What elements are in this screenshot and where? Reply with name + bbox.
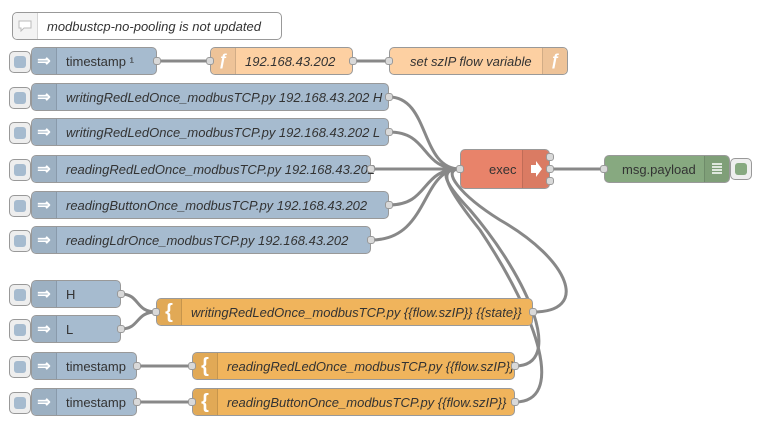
comment-icon: [13, 13, 38, 39]
arrow-in-icon: ⇒: [32, 119, 57, 145]
template-node-write[interactable]: { writingRedLedOnce_modbusTCP.py {{flow.…: [156, 298, 533, 326]
output-port[interactable]: [385, 93, 393, 101]
inject-node-read-led[interactable]: ⇒ readingRedLedOnce_modbusTCP.py 192.168…: [31, 155, 375, 183]
input-port[interactable]: [188, 398, 196, 406]
input-port[interactable]: [456, 165, 464, 173]
inject-node-write-h[interactable]: ⇒ writingRedLedOnce_modbusTCP.py 192.168…: [31, 83, 389, 111]
inject-trigger-button[interactable]: [9, 159, 31, 181]
inject-trigger-button[interactable]: [9, 195, 31, 217]
inject-node-read-ldr[interactable]: ⇒ readingLdrOnce_modbusTCP.py 192.168.43…: [31, 226, 371, 254]
inject-node-l[interactable]: ⇒ L: [31, 315, 121, 343]
template-node-read-button[interactable]: { readingButtonOnce_modbusTCP.py {{flow.…: [192, 388, 515, 416]
debug-node[interactable]: msg.payload: [604, 155, 730, 183]
node-label: set szIP flow variable: [410, 53, 532, 69]
arrow-in-icon: ⇒: [32, 48, 57, 74]
output-port[interactable]: [385, 128, 393, 136]
node-label: timestamp ¹: [66, 53, 134, 69]
inject-trigger-button[interactable]: [9, 51, 31, 73]
node-label: 192.168.43.202: [245, 53, 336, 69]
inject-node-h[interactable]: ⇒ H: [31, 280, 121, 308]
inject-trigger-button[interactable]: [9, 392, 31, 414]
arrow-in-icon: ⇒: [32, 192, 57, 218]
node-label: readingButtonOnce_modbusTCP.py 192.168.4…: [66, 197, 368, 213]
inject-node-timestamp-3[interactable]: ⇒ timestamp: [31, 388, 137, 416]
output-port[interactable]: [349, 57, 357, 65]
inject-trigger-button[interactable]: [9, 319, 31, 341]
inject-trigger-button[interactable]: [9, 230, 31, 252]
output-port[interactable]: [153, 57, 161, 65]
node-label: writingRedLedOnce_modbusTCP.py {{flow.sz…: [191, 304, 522, 320]
output-port[interactable]: [511, 362, 519, 370]
exec-node[interactable]: exec: [460, 149, 550, 189]
wire: [120, 310, 157, 331]
arrow-in-icon: ⇒: [32, 353, 57, 379]
node-label: exec: [489, 161, 517, 177]
wire: [388, 130, 461, 171]
inject-trigger-button[interactable]: [9, 284, 31, 306]
wire: [120, 292, 157, 314]
output-port-stderr[interactable]: [546, 165, 554, 173]
wire: [450, 167, 568, 314]
node-label: writingRedLedOnce_modbusTCP.py 192.168.4…: [66, 89, 383, 105]
inject-trigger-button[interactable]: [9, 122, 31, 144]
input-port[interactable]: [385, 57, 393, 65]
debug-list-icon: [704, 156, 729, 182]
wire: [388, 95, 461, 171]
arrow-in-icon: ⇒: [32, 156, 57, 182]
node-label: H: [66, 286, 76, 302]
output-port[interactable]: [117, 290, 125, 298]
output-port[interactable]: [511, 398, 519, 406]
template-brace-icon: {: [193, 389, 218, 415]
output-port[interactable]: [367, 236, 375, 244]
template-brace-icon: {: [157, 299, 182, 325]
input-port[interactable]: [152, 308, 160, 316]
inject-node-timestamp-2[interactable]: ⇒ timestamp: [31, 352, 137, 380]
arrow-in-icon: ⇒: [32, 389, 57, 415]
function-icon: ƒ: [211, 48, 236, 74]
output-port[interactable]: [367, 165, 375, 173]
output-port[interactable]: [385, 201, 393, 209]
arrow-in-icon: ⇒: [32, 84, 57, 110]
template-brace-icon: {: [193, 353, 218, 379]
input-port[interactable]: [188, 362, 196, 370]
inject-node-timestamp[interactable]: ⇒ timestamp ¹: [31, 47, 157, 75]
node-label: timestamp: [66, 394, 126, 410]
comment-label: modbustcp-no-pooling is not updated: [47, 18, 261, 34]
node-label: readingRedLedOnce_modbusTCP.py 192.168.4…: [66, 161, 376, 177]
template-node-read-led[interactable]: { readingRedLedOnce_modbusTCP.py {{flow.…: [192, 352, 515, 380]
debug-toggle-button[interactable]: [730, 158, 752, 180]
node-label: L: [66, 321, 74, 337]
function-node-set-flow[interactable]: set szIP flow variable ƒ: [389, 47, 568, 75]
node-label: readingButtonOnce_modbusTCP.py {{flow.sz…: [227, 394, 507, 410]
output-port-stdout[interactable]: [546, 153, 554, 161]
inject-trigger-button[interactable]: [9, 87, 31, 109]
output-port[interactable]: [133, 362, 141, 370]
input-port[interactable]: [600, 165, 608, 173]
node-label: msg.payload: [622, 161, 696, 177]
exec-icon: [522, 150, 549, 188]
inject-node-read-button[interactable]: ⇒ readingButtonOnce_modbusTCP.py 192.168…: [31, 191, 389, 219]
output-port[interactable]: [529, 308, 537, 316]
node-label: writingRedLedOnce_modbusTCP.py 192.168.4…: [66, 124, 381, 140]
node-label: readingLdrOnce_modbusTCP.py 192.168.43.2…: [66, 232, 349, 248]
function-node-ip[interactable]: ƒ 192.168.43.202: [210, 47, 353, 75]
arrow-in-icon: ⇒: [32, 316, 57, 342]
output-port[interactable]: [117, 325, 125, 333]
node-label: timestamp: [66, 358, 126, 374]
wire: [445, 167, 544, 404]
node-label: readingRedLedOnce_modbusTCP.py {{flow.sz…: [227, 358, 515, 374]
arrow-in-icon: ⇒: [32, 227, 57, 253]
comment-node[interactable]: modbustcp-no-pooling is not updated: [12, 12, 282, 40]
inject-node-write-l[interactable]: ⇒ writingRedLedOnce_modbusTCP.py 192.168…: [31, 118, 389, 146]
wire: [444, 167, 541, 368]
inject-trigger-button[interactable]: [9, 356, 31, 378]
output-port-rc[interactable]: [546, 177, 554, 185]
arrow-in-icon: ⇒: [32, 281, 57, 307]
input-port[interactable]: [206, 57, 214, 65]
output-port[interactable]: [133, 398, 141, 406]
function-icon: ƒ: [542, 48, 567, 74]
